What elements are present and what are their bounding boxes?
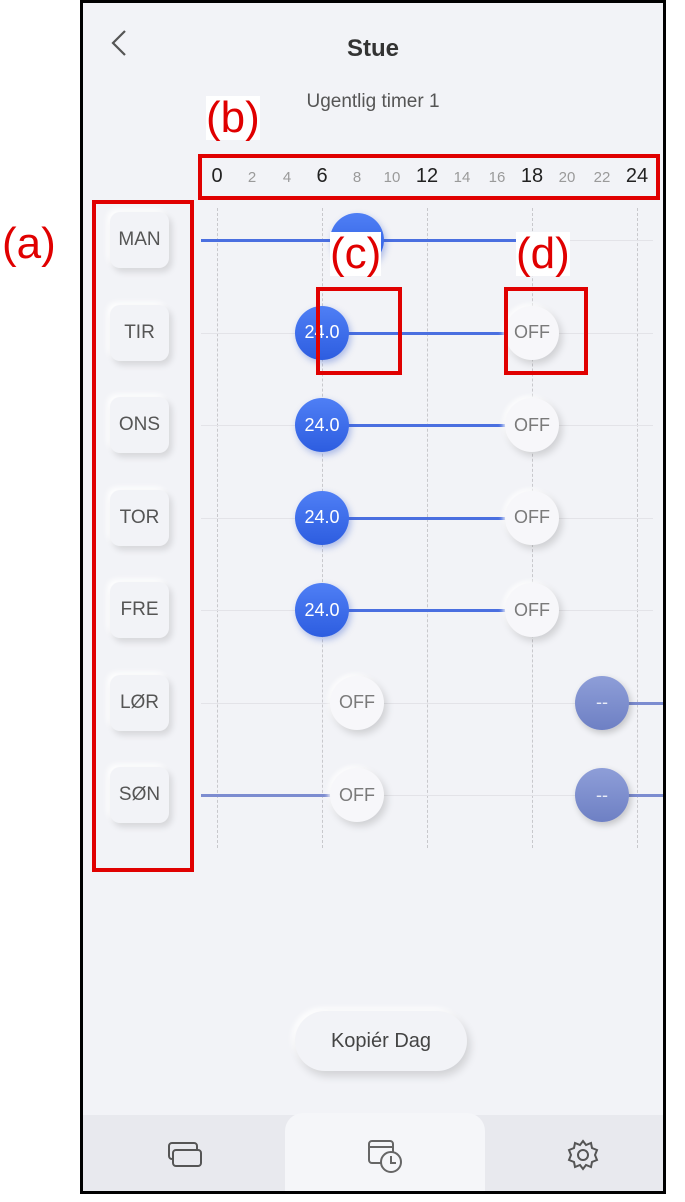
timeline-tick: 0: [211, 165, 223, 187]
day-button[interactable]: ONS: [110, 397, 169, 453]
timeline-tick: 12: [415, 165, 439, 187]
page-subtitle: Ugentlig timer 1: [306, 91, 440, 112]
timeline-tick: 24: [625, 165, 649, 187]
off-point[interactable]: OFF: [505, 490, 559, 545]
annotation-b: (b): [206, 93, 260, 142]
temperature-point[interactable]: 24.0: [295, 583, 349, 637]
unset-point[interactable]: --: [575, 768, 629, 822]
schedule-segment: [322, 331, 532, 335]
schedule-icon[interactable]: [363, 1133, 407, 1177]
timeline-tick: 14: [453, 169, 471, 186]
day-button[interactable]: TOR: [110, 489, 169, 546]
day-button[interactable]: LØR: [110, 674, 169, 731]
day-button[interactable]: TIR: [110, 304, 169, 361]
timeline-tick: 20: [558, 169, 576, 186]
nav-active-tab: [285, 1113, 485, 1191]
schedule-segment: [322, 609, 532, 612]
schedule-segment: [602, 701, 663, 705]
timeline-tick: 4: [282, 169, 292, 186]
schedule-segment: [322, 424, 532, 427]
row-baseline: [201, 702, 653, 704]
schedule-segment: [322, 516, 532, 520]
timeline-tick: 16: [488, 169, 506, 186]
grid-line: [637, 208, 638, 848]
highlight-off-point: [504, 287, 588, 375]
timeline-tick: 8: [352, 169, 362, 186]
grid-line: [217, 208, 218, 848]
off-point[interactable]: OFF: [505, 398, 559, 452]
off-point[interactable]: OFF: [505, 305, 559, 360]
day-button[interactable]: SØN: [110, 767, 169, 823]
page-title: Stue: [346, 35, 399, 62]
temperature-point[interactable]: 24.0: [295, 490, 349, 545]
temperature-point[interactable]: 24.0: [295, 305, 349, 360]
schedule-segment: [602, 794, 663, 797]
off-point[interactable]: OFF: [505, 583, 559, 637]
settings-icon[interactable]: [561, 1133, 605, 1177]
copy-day-button[interactable]: Kopiér Dag: [295, 1011, 467, 1071]
off-point[interactable]: OFF: [330, 675, 384, 730]
unset-point[interactable]: --: [575, 675, 629, 730]
devices-icon[interactable]: [163, 1133, 207, 1177]
highlight-temperature-point: [316, 287, 402, 375]
chevron-left-icon[interactable]: [109, 29, 129, 57]
schedule-segment: [201, 794, 357, 797]
timeline-tick: 22: [593, 169, 611, 186]
timeline-tick: 10: [383, 169, 401, 186]
timeline-tick: 6: [316, 165, 328, 187]
annotation-a: (a): [2, 219, 56, 268]
day-button[interactable]: FRE: [110, 582, 169, 638]
grid-line: [427, 208, 428, 848]
off-point[interactable]: OFF: [330, 768, 384, 822]
highlight-timeline: [198, 154, 660, 200]
highlight-day-buttons: [92, 200, 194, 872]
day-button[interactable]: MAN: [110, 212, 169, 268]
annotation-c: (c): [330, 229, 382, 278]
timeline-tick: 2: [247, 169, 257, 186]
row-baseline: [201, 795, 653, 796]
annotation-d: (d): [516, 229, 570, 278]
timeline-tick: 18: [520, 165, 544, 187]
temperature-point[interactable]: 24.0: [295, 398, 349, 452]
